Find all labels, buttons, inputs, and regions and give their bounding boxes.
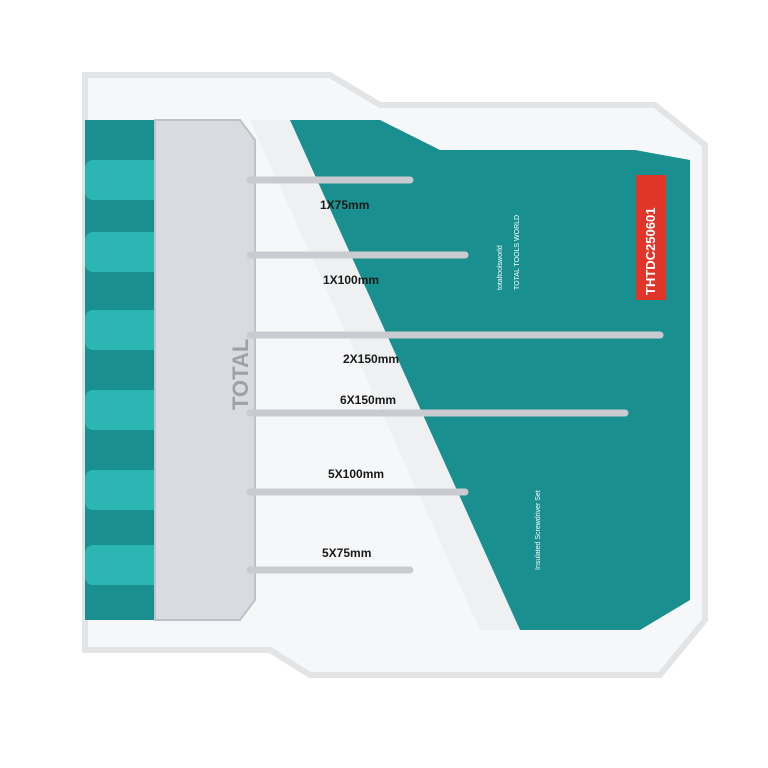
- social-facebook: totaltoolsworld: [497, 245, 504, 290]
- social-youtube: TOTAL TOOLS WORLD: [514, 214, 521, 290]
- handle: [85, 160, 165, 200]
- product-description: Insulated Screwdriver Set: [535, 490, 542, 570]
- brand-logo: TOTAL: [228, 338, 253, 410]
- handles: [85, 160, 165, 585]
- size-label: 1X75mm: [320, 198, 370, 212]
- tray-holder: [154, 119, 256, 621]
- size-label: 6X150mm: [340, 393, 397, 407]
- model-code-tag: [636, 175, 666, 300]
- size-label: 1X100mm: [323, 273, 380, 287]
- teal-panel: [290, 120, 690, 630]
- size-label: 5X75mm: [322, 546, 372, 560]
- handle: [85, 470, 165, 510]
- handle: [85, 390, 165, 430]
- model-code: THTDC250601: [643, 207, 658, 295]
- shafts: [246, 176, 664, 574]
- size-label: 2X150mm: [343, 352, 400, 366]
- white-diagonal: [250, 120, 520, 630]
- size-label: 5X100mm: [328, 467, 385, 481]
- handle: [85, 545, 165, 585]
- handle: [85, 310, 165, 350]
- handle: [85, 232, 165, 272]
